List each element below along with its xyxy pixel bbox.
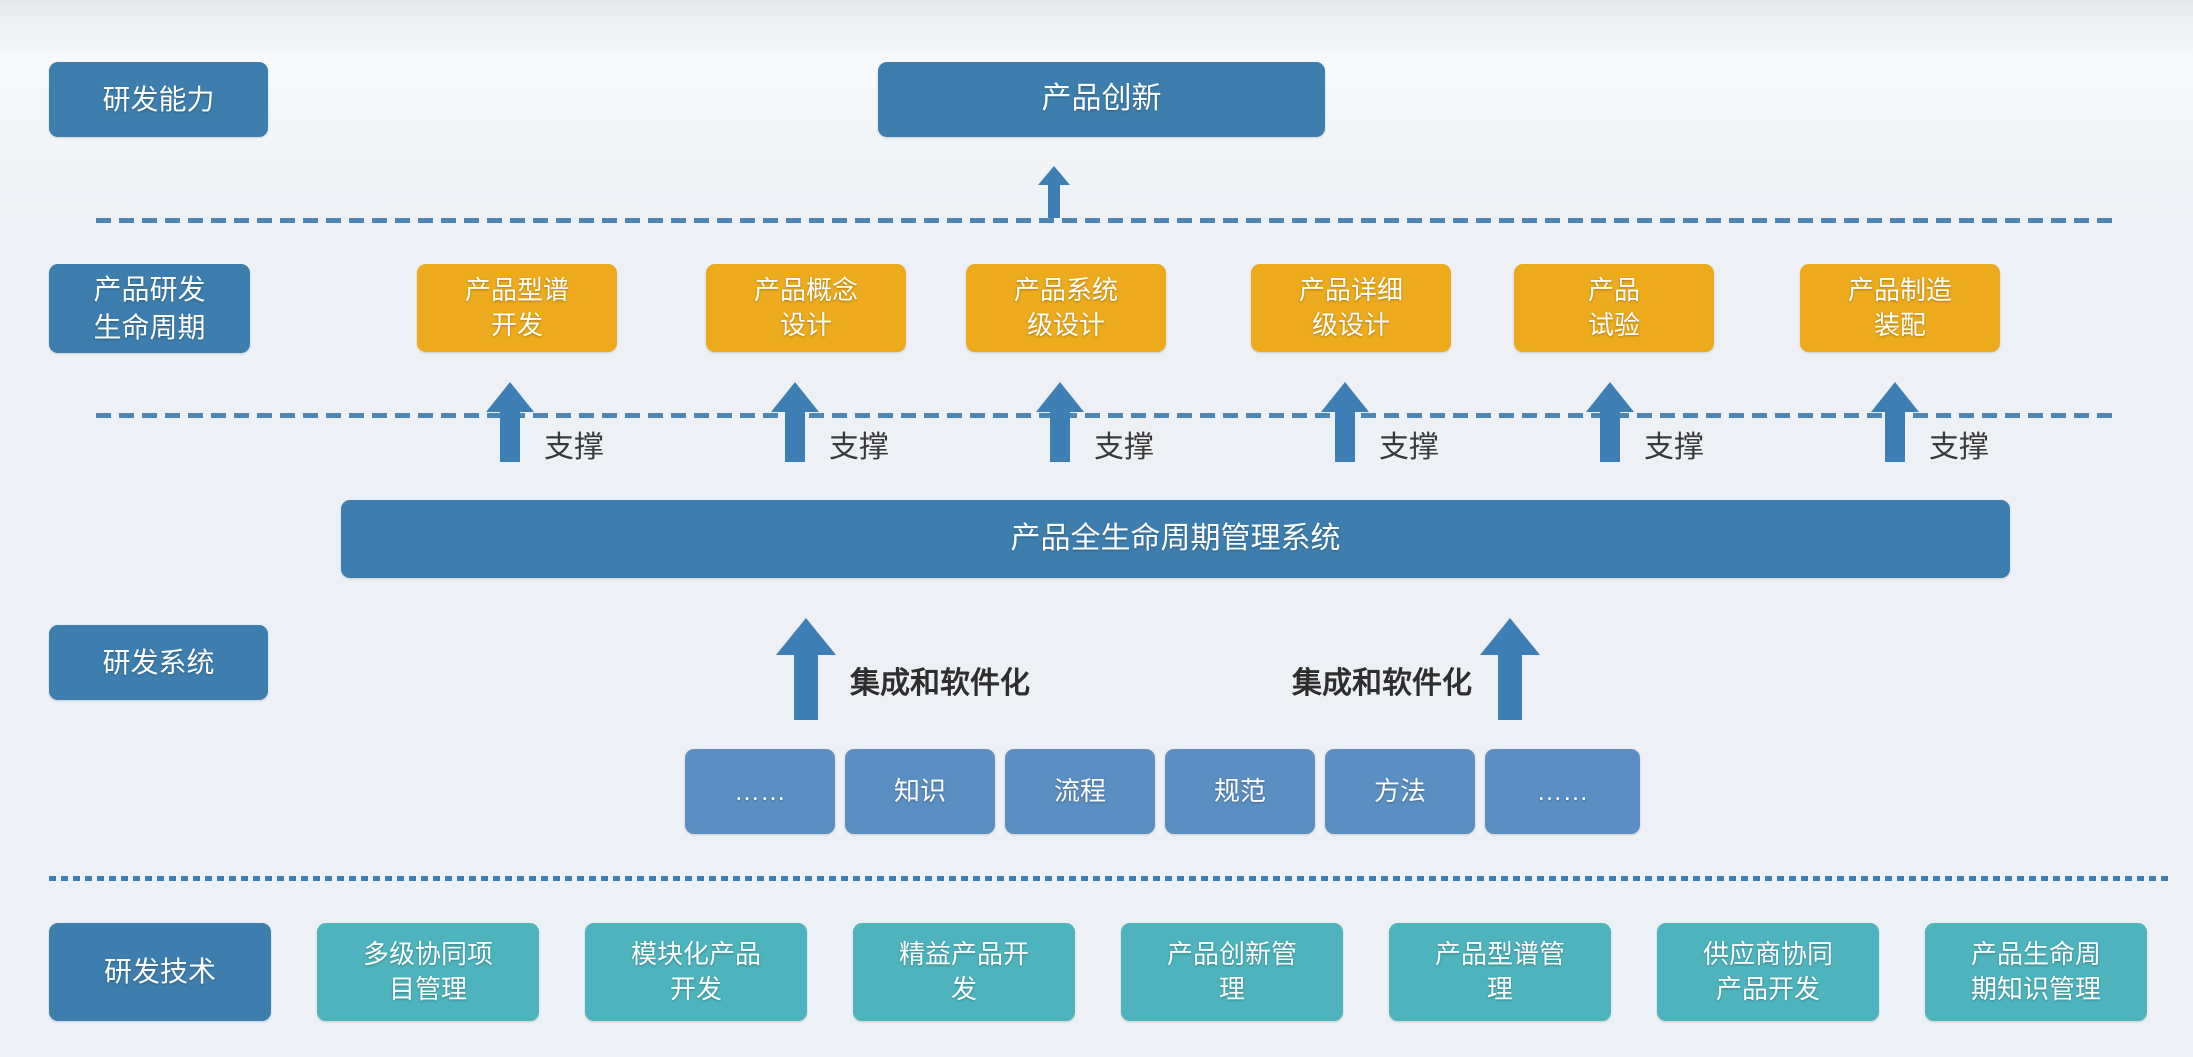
stage-box-manufacture-assembly: 产品制造 装配: [1800, 264, 2000, 352]
system-element-box: 流程: [1005, 749, 1155, 834]
integration-arrow-icon: [776, 618, 836, 720]
plm-system-bar: 产品全生命周期管理系统: [341, 500, 2010, 578]
system-element-box: 知识: [845, 749, 995, 834]
dashed-separator-middle: [96, 413, 2114, 418]
support-label: 支撑: [1094, 431, 1154, 464]
support-label: 支撑: [1379, 431, 1439, 464]
system-element-box: ……: [685, 749, 835, 834]
system-label-box: 研发系统: [49, 625, 268, 700]
technology-box-lifecycle-knowledge: 产品生命周 期知识管理: [1925, 923, 2147, 1021]
integration-arrow-icon: [1480, 618, 1540, 720]
support-arrow-icon: [486, 382, 534, 462]
up-arrow-icon: [1038, 166, 1070, 218]
technology-box-multilevel-project: 多级协同项 目管理: [317, 923, 539, 1021]
dashed-separator-top: [96, 218, 2114, 223]
integration-label: 集成和软件化: [1292, 667, 1472, 700]
lifecycle-label-box: 产品研发 生命周期: [49, 264, 250, 353]
technology-box-modular-dev: 模块化产品 开发: [585, 923, 807, 1021]
support-arrow-icon: [1586, 382, 1634, 462]
stage-box-detail-design: 产品详细 级设计: [1251, 264, 1451, 352]
support-arrow-icon: [1321, 382, 1369, 462]
technology-box-spectrum-mgmt: 产品型谱管 理: [1389, 923, 1611, 1021]
capability-label-box: 研发能力: [49, 62, 268, 137]
technology-box-innovation-mgmt: 产品创新管 理: [1121, 923, 1343, 1021]
support-label: 支撑: [544, 431, 604, 464]
system-element-box: 规范: [1165, 749, 1315, 834]
stage-box-system-design: 产品系统 级设计: [966, 264, 1166, 352]
support-arrow-icon: [771, 382, 819, 462]
dotted-separator-bottom: [49, 876, 2172, 881]
support-arrow-icon: [1036, 382, 1084, 462]
technology-box-supplier-collab: 供应商协同 产品开发: [1657, 923, 1879, 1021]
stage-box-spectrum-dev: 产品型谱 开发: [417, 264, 617, 352]
integration-label: 集成和软件化: [850, 667, 1030, 700]
system-element-box: ……: [1485, 749, 1640, 834]
product-innovation-box: 产品创新: [878, 62, 1325, 137]
system-element-box: 方法: [1325, 749, 1475, 834]
stage-box-concept-design: 产品概念 设计: [706, 264, 906, 352]
support-arrow-icon: [1871, 382, 1919, 462]
support-label: 支撑: [1929, 431, 1989, 464]
support-label: 支撑: [829, 431, 889, 464]
technology-box-lean-dev: 精益产品开 发: [853, 923, 1075, 1021]
technology-label-box: 研发技术: [49, 923, 271, 1021]
support-label: 支撑: [1644, 431, 1704, 464]
stage-box-test: 产品 试验: [1514, 264, 1714, 352]
